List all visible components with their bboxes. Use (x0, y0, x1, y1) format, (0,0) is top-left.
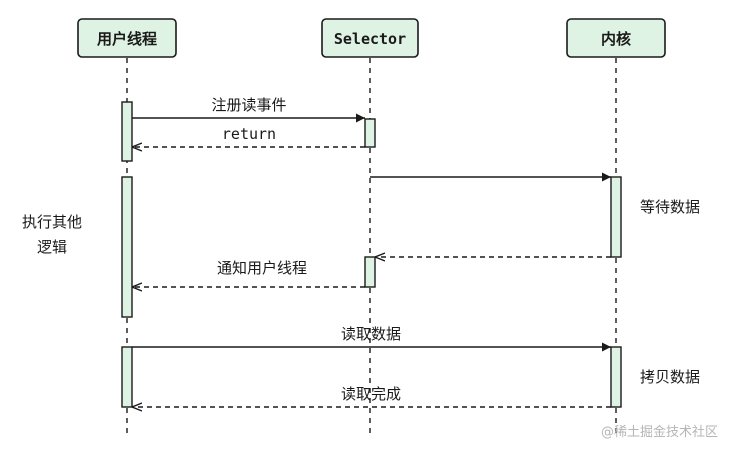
activation-selector-1 (364, 118, 376, 148)
activation-selector-2 (364, 256, 376, 288)
message-return-label: return (222, 125, 276, 143)
note-do-other-line1: 执行其他 (22, 213, 82, 231)
note-copy-data: 拷贝数据 (640, 368, 700, 386)
participant-selector-label: Selector (334, 30, 406, 48)
message-notify-label: 通知用户线程 (217, 259, 307, 277)
note-wait-data: 等待数据 (640, 198, 700, 216)
participant-selector: Selector (321, 18, 419, 58)
activation-kernel-1 (610, 176, 622, 258)
activation-user-3 (121, 346, 133, 408)
activation-user-2 (121, 176, 133, 318)
activation-user-1 (121, 101, 133, 162)
watermark: @稀土掘金技术社区 (601, 424, 718, 440)
participant-kernel: 内核 (566, 18, 666, 58)
activation-kernel-2 (610, 346, 622, 408)
message-read-complete-label: 读取完成 (341, 385, 401, 403)
message-register-label: 注册读事件 (211, 96, 286, 114)
participant-user-thread-label: 用户线程 (97, 30, 157, 48)
participant-user-thread: 用户线程 (77, 18, 177, 58)
message-read-data-label: 读取数据 (341, 325, 401, 343)
note-do-other-line2: 逻辑 (37, 238, 67, 256)
participant-kernel-label: 内核 (601, 30, 631, 48)
